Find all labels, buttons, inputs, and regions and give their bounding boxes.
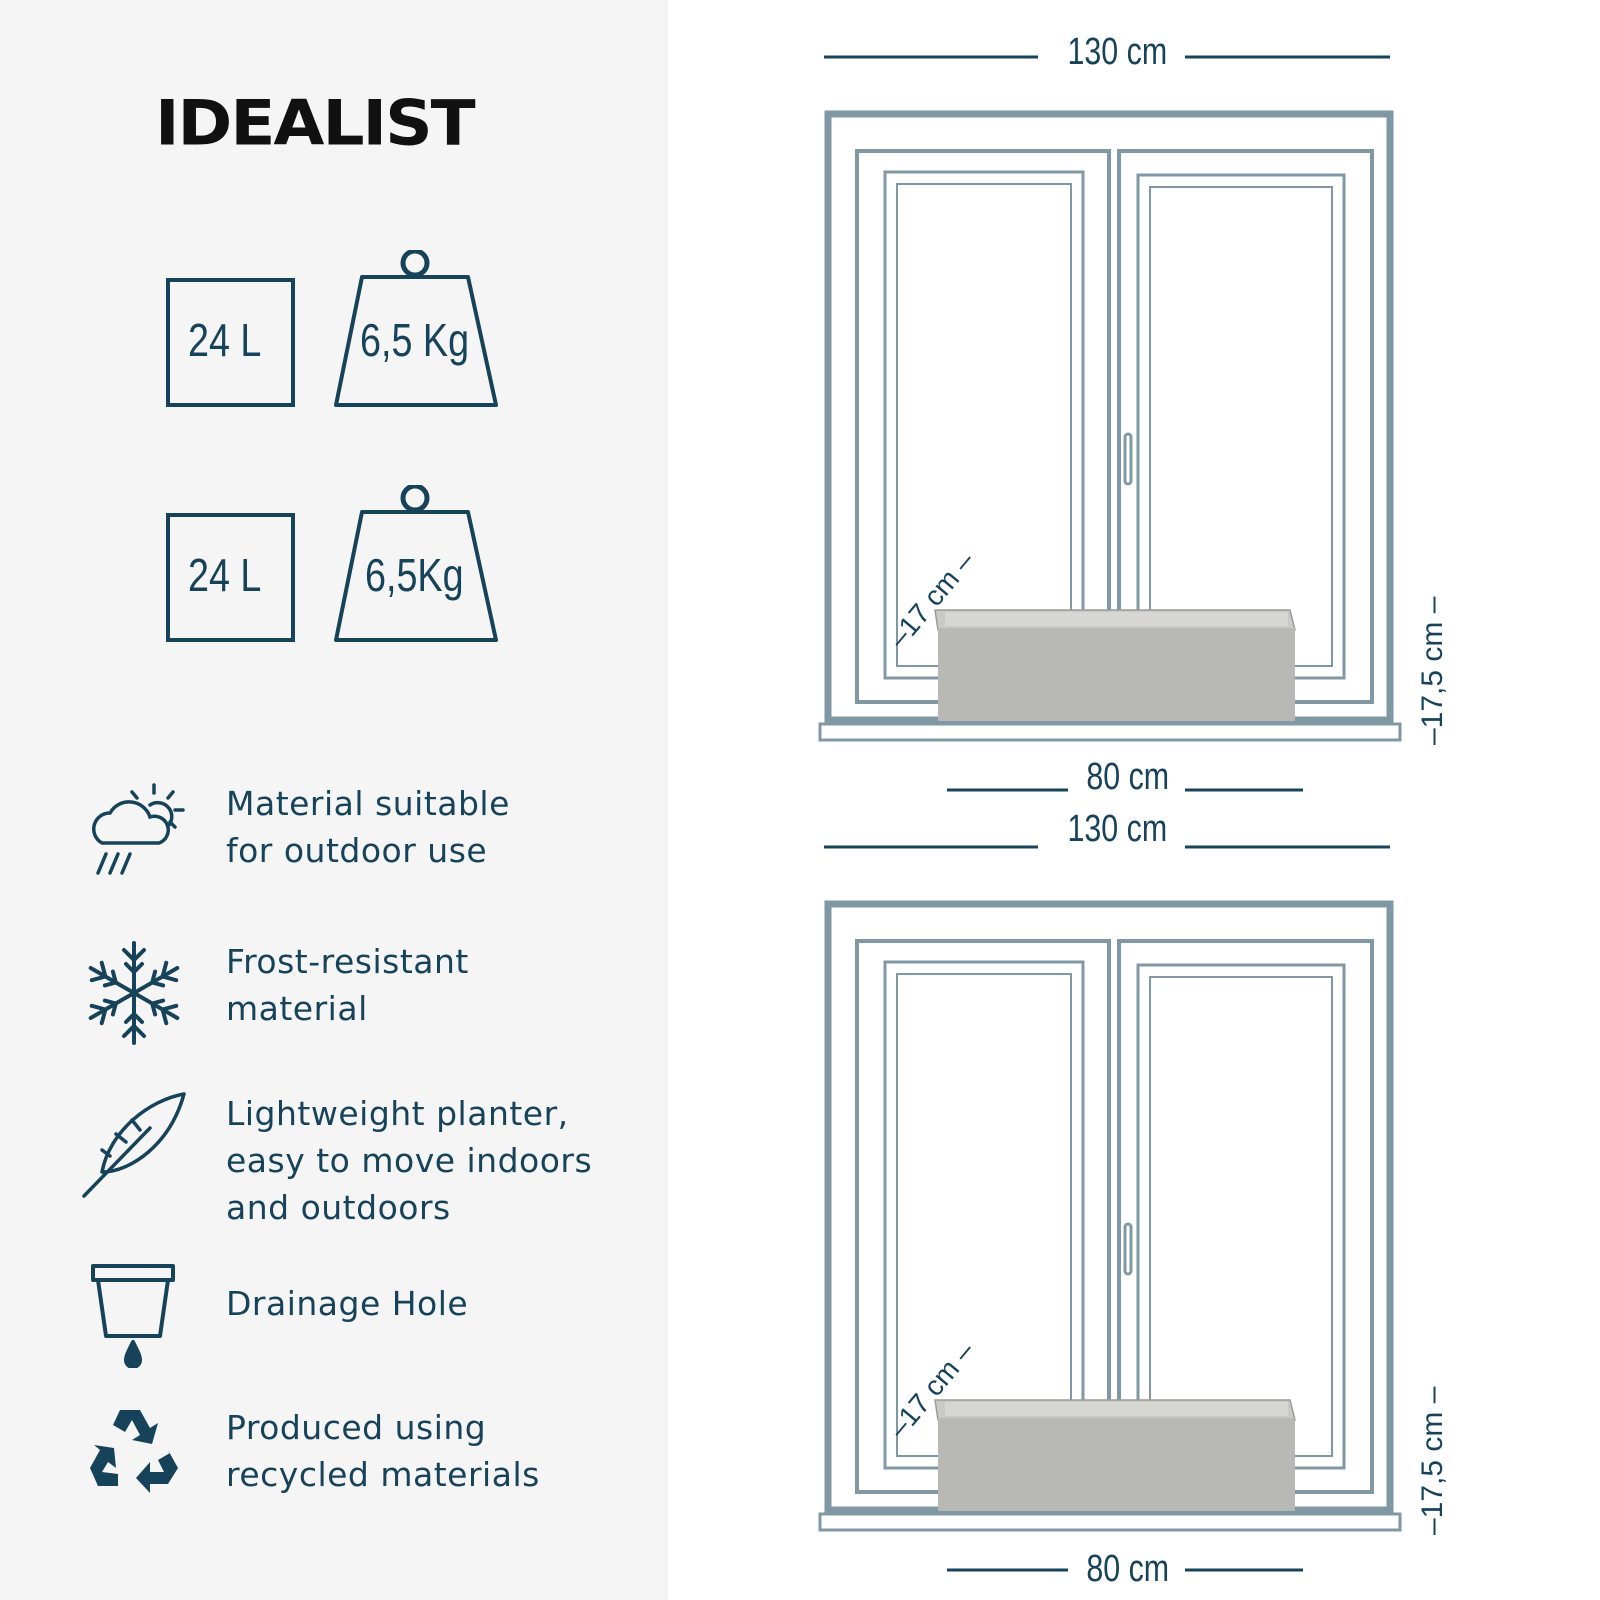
weight-value: 6,5Kg <box>365 549 464 601</box>
planter-box <box>934 609 1296 721</box>
planter-height-label: –17,5 cm – <box>1416 1386 1449 1535</box>
recycle-icon <box>90 1410 178 1493</box>
volume-value: 24 L <box>188 549 262 601</box>
window-drawing <box>818 845 1402 1572</box>
window-width-label: 130 cm <box>1067 808 1168 850</box>
weight-icon <box>334 250 498 407</box>
drainage-pot-icon <box>91 1264 175 1368</box>
feature-text: Drainage Hole <box>226 1284 469 1323</box>
spec-block: 24 L 6,5 Kg <box>160 250 520 420</box>
feature-icon <box>82 1092 186 1198</box>
volume-value: 24 L <box>188 314 262 366</box>
planter-box <box>934 1399 1296 1511</box>
features-panel: IDEALIST 24 L 6,5 Kg 24 L 6,5Kg <box>0 0 668 1600</box>
feature-text: Material suitable for outdoor use <box>226 784 510 870</box>
planter-length-label: 80 cm <box>1086 1548 1170 1590</box>
window-diagrams: 130 cm 80 cm –17,5 cm – –17 cm – <box>780 0 1480 1600</box>
feature-text: Frost-resistant material <box>226 942 469 1028</box>
window-diagram: 130 cm 80 cm –17,5 cm – –17 cm – <box>780 790 1480 1590</box>
weight-icon <box>334 485 498 642</box>
window-diagram: 130 cm 80 cm –17,5 cm – –17 cm – <box>780 0 1480 800</box>
planter-height-label: –17,5 cm – <box>1416 596 1449 745</box>
volume-box-icon <box>166 278 295 407</box>
snowflake-icon <box>88 941 180 1045</box>
volume-box-icon <box>166 513 295 642</box>
window-drawing <box>818 55 1402 792</box>
feature-text: Lightweight planter, easy to move indoor… <box>226 1094 593 1227</box>
cloud-sun-rain-icon <box>92 783 185 875</box>
spec-block: 24 L 6,5Kg <box>160 485 520 655</box>
spec-shapes <box>166 250 498 407</box>
window-width-label: 130 cm <box>1067 31 1168 73</box>
feature-text: Produced using recycled materials <box>226 1408 540 1494</box>
brand-logo: IDEALIST <box>155 86 476 160</box>
planter-length-label: 80 cm <box>1086 756 1170 798</box>
weight-value: 6,5 Kg <box>360 314 470 366</box>
spec-shapes <box>166 485 498 642</box>
